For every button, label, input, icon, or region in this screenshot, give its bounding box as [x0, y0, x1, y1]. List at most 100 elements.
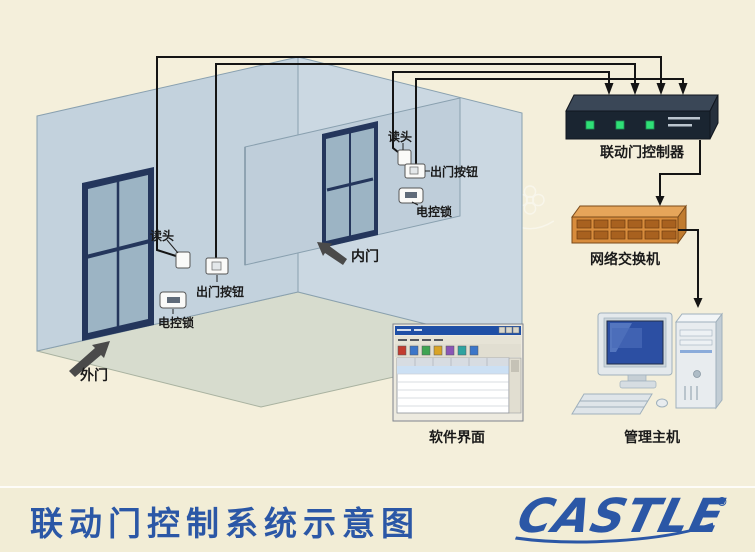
label-leader-lines — [166, 143, 430, 314]
network-switch-label: 网络交换机 — [590, 251, 660, 268]
outer-reader-label: 读头 — [150, 228, 174, 243]
titlebar-text-line — [397, 329, 411, 331]
castle-logo: CASTLE — [512, 490, 730, 544]
tower-top — [675, 313, 723, 323]
list-column-separators — [414, 358, 488, 366]
inner-door-rail — [326, 177, 374, 192]
controller-switch-cable — [659, 140, 701, 197]
controller-print-line — [668, 124, 692, 127]
controller-top — [565, 94, 719, 112]
list-header-row — [397, 358, 509, 366]
outer-lock-label: 电控锁 — [158, 315, 194, 330]
inner-door-arrow-icon — [317, 242, 347, 265]
switch-port — [661, 219, 677, 229]
tower-vent — [690, 386, 692, 400]
tower-drive-bay — [679, 329, 713, 337]
outer-reader-device — [175, 251, 191, 269]
controller-print-line — [668, 117, 700, 120]
toolbar-icons — [397, 345, 479, 356]
window-maximize-button — [505, 326, 513, 334]
inner-door-devices — [397, 149, 426, 204]
management-host-computer — [571, 312, 723, 415]
outer-door-arrow-icon — [69, 341, 110, 377]
outer-door-devices — [159, 251, 229, 309]
switch-host-cable — [678, 229, 699, 299]
signal-cable — [392, 71, 610, 153]
tower-power-button — [693, 370, 701, 378]
cabling — [156, 56, 684, 258]
menu-item-mark — [410, 339, 419, 341]
tower-drive-bay — [679, 339, 713, 346]
switch-ports — [576, 219, 677, 240]
toolbar-icon — [457, 345, 467, 356]
management-host-label: 管理主机 — [624, 429, 680, 446]
monitor-stand — [619, 380, 657, 389]
cable-arrowhead — [630, 83, 640, 95]
switch-port — [610, 219, 626, 229]
cable-arrowhead — [693, 298, 703, 308]
software-ui-label: 软件界面 — [429, 429, 485, 446]
switch-port — [593, 230, 609, 240]
controller-led — [585, 120, 595, 130]
menu-item-mark — [434, 339, 443, 341]
monitor-neck — [627, 374, 647, 382]
cable-arrowhead — [655, 196, 665, 206]
menu-item-mark — [422, 339, 431, 341]
switch-port — [627, 219, 643, 229]
inner-reader-device — [397, 149, 412, 166]
window-titlebar — [395, 326, 521, 335]
toolbar-icon — [445, 345, 455, 356]
outer-door — [82, 167, 154, 341]
tower-accent-stripe — [680, 350, 712, 353]
selected-row — [397, 366, 509, 374]
software-window — [392, 323, 524, 422]
controller-label: 联动门控制器 — [600, 144, 685, 161]
toolbar-icon — [469, 345, 479, 356]
door-controller-device — [565, 94, 719, 140]
menu-item-mark — [398, 339, 407, 341]
toolbar-icon — [433, 345, 443, 356]
castle-logo-text: CASTLE — [512, 490, 730, 544]
switch-port — [593, 219, 609, 229]
switch-port — [661, 230, 677, 240]
outer-door-label: 外门 — [80, 367, 108, 384]
signal-cable — [156, 56, 662, 257]
network-switch-device — [571, 204, 687, 245]
window-menubar — [395, 336, 521, 344]
switch-top — [571, 205, 687, 218]
list-rows — [397, 373, 509, 407]
signal-cable — [415, 78, 684, 164]
page-title: 联动门控制系统示意图 — [30, 504, 420, 543]
outer-lock-slot — [167, 297, 180, 303]
switch-port — [576, 230, 592, 240]
switch-port — [610, 230, 626, 240]
controller-led — [615, 120, 625, 130]
inner-exit-button-key — [409, 166, 419, 175]
window-close-button — [512, 326, 520, 334]
cable-arrowhead — [678, 83, 688, 95]
leader-line — [411, 201, 419, 206]
outer-exit-button-label: 出门按钮 — [196, 284, 244, 299]
registered-trademark-mark: ® — [716, 495, 728, 509]
inner-reader-label: 读头 — [388, 129, 412, 144]
inner-exit-button-label: 出门按钮 — [430, 164, 478, 179]
signal-cable — [215, 63, 636, 258]
inner-door-label: 内门 — [351, 248, 379, 265]
window-minimize-button — [498, 326, 506, 334]
switch-port — [644, 230, 660, 240]
inner-lock-slot — [405, 192, 417, 198]
mouse — [656, 398, 668, 408]
outer-exit-button-key — [211, 261, 222, 271]
switch-port — [644, 219, 660, 229]
switch-port — [576, 219, 592, 229]
device-labels: 读头 出门按钮 电控锁 读头 出门按钮 电控锁 — [150, 129, 478, 330]
tower-vent — [696, 386, 698, 400]
toolbar-icon — [421, 345, 431, 356]
titlebar-text-line — [414, 329, 422, 331]
inner-lock-label: 电控锁 — [416, 204, 452, 219]
screen-window — [612, 328, 642, 348]
leader-line — [166, 239, 179, 254]
inner-door — [322, 121, 378, 248]
cable-arrowhead — [656, 83, 666, 95]
